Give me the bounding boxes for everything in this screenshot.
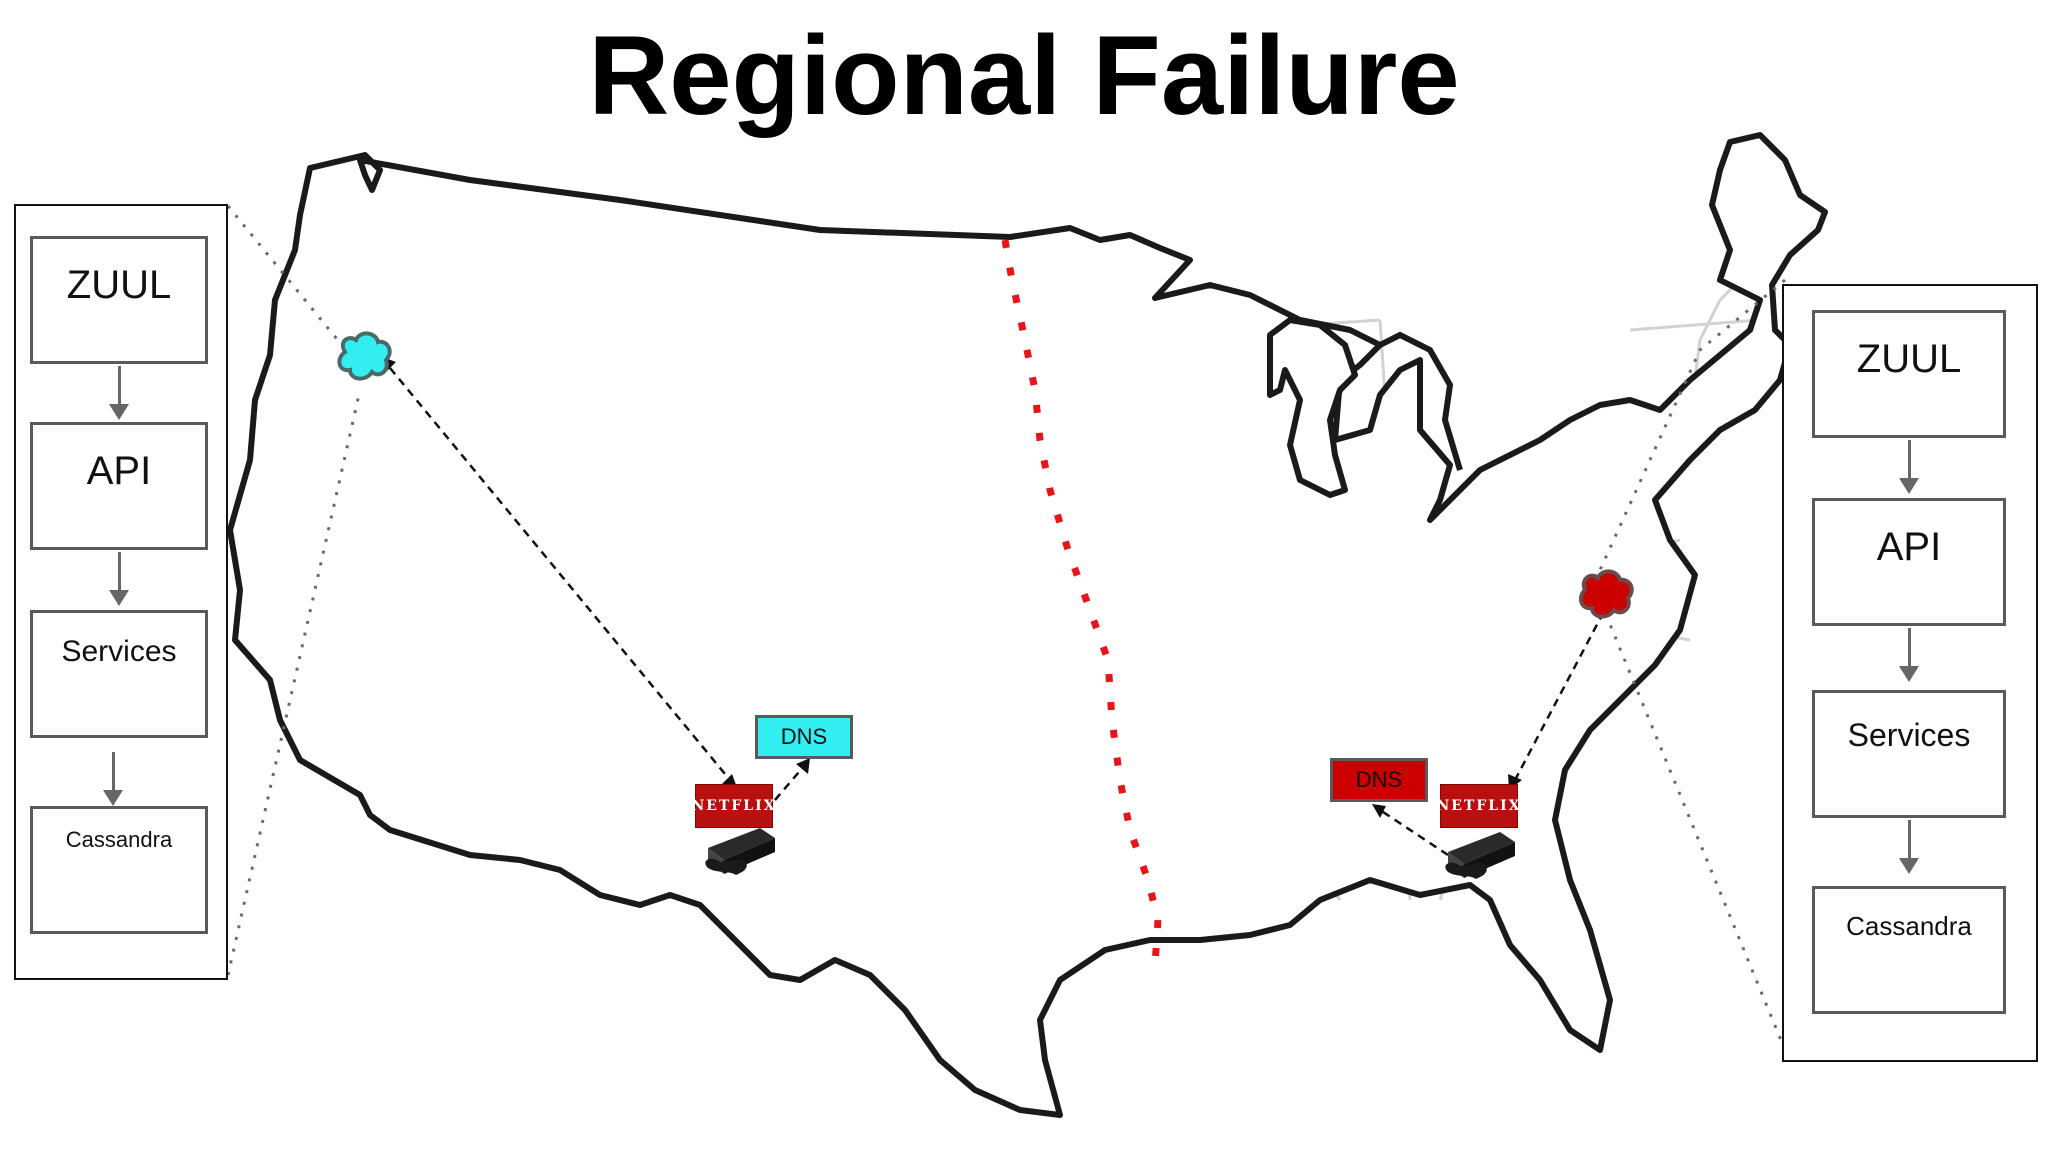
east-dns-box: DNS [1330, 758, 1428, 802]
east-region-cloud-icon [1578, 569, 1634, 619]
west-dns-label: DNS [780, 724, 828, 749]
west-region-cloud-icon [337, 331, 392, 381]
west-services-label: Services [61, 635, 177, 668]
leader-lines [226, 205, 1787, 1051]
failover-boundary-line [1001, 239, 1162, 966]
east-cassandra-label: Cassandra [1846, 911, 1972, 941]
west-api-box: API [30, 422, 208, 550]
west-dns-box: DNS [755, 715, 853, 759]
west-arrow-2 [109, 552, 129, 606]
west-api-label: API [86, 449, 152, 493]
great-lakes [1267, 317, 1358, 498]
east-arrow-2 [1899, 628, 1919, 682]
east-arrow-3 [1899, 820, 1919, 874]
east-api-label: API [1876, 525, 1942, 569]
west-zuul-label: ZUUL [66, 263, 172, 307]
west-cassandra-box: Cassandra [30, 806, 208, 934]
west-netflix-logo: NETFLIX [691, 784, 775, 828]
east-services-label: Services [1847, 717, 1971, 753]
west-region-stack-panel: ZUUL API Services Cassandra [14, 204, 228, 980]
lake-shore-east [1378, 331, 1463, 471]
east-region-stack-panel: ZUUL API Services Cassandra [1782, 284, 2038, 1062]
us-outline [227, 132, 1828, 1118]
east-zuul-label: ZUUL [1856, 337, 1962, 381]
west-services-box: Services [30, 610, 208, 738]
east-game-console-icon [1445, 832, 1515, 879]
west-arrow-1 [109, 366, 129, 420]
east-dns-label: DNS [1355, 767, 1403, 792]
request-arrows [389, 367, 1612, 857]
slide-title: Regional Failure [588, 13, 1460, 138]
east-api-box: API [1812, 498, 2006, 626]
west-arrow-3 [103, 752, 123, 806]
east-netflix-logo: NETFLIX [1436, 784, 1520, 828]
west-game-console-icon [705, 828, 775, 875]
east-cassandra-box: Cassandra [1812, 886, 2006, 1014]
west-zuul-box: ZUUL [30, 236, 208, 364]
west-cassandra-label: Cassandra [65, 827, 173, 852]
east-arrow-1 [1899, 440, 1919, 494]
east-services-box: Services [1812, 690, 2006, 818]
east-zuul-box: ZUUL [1812, 310, 2006, 438]
